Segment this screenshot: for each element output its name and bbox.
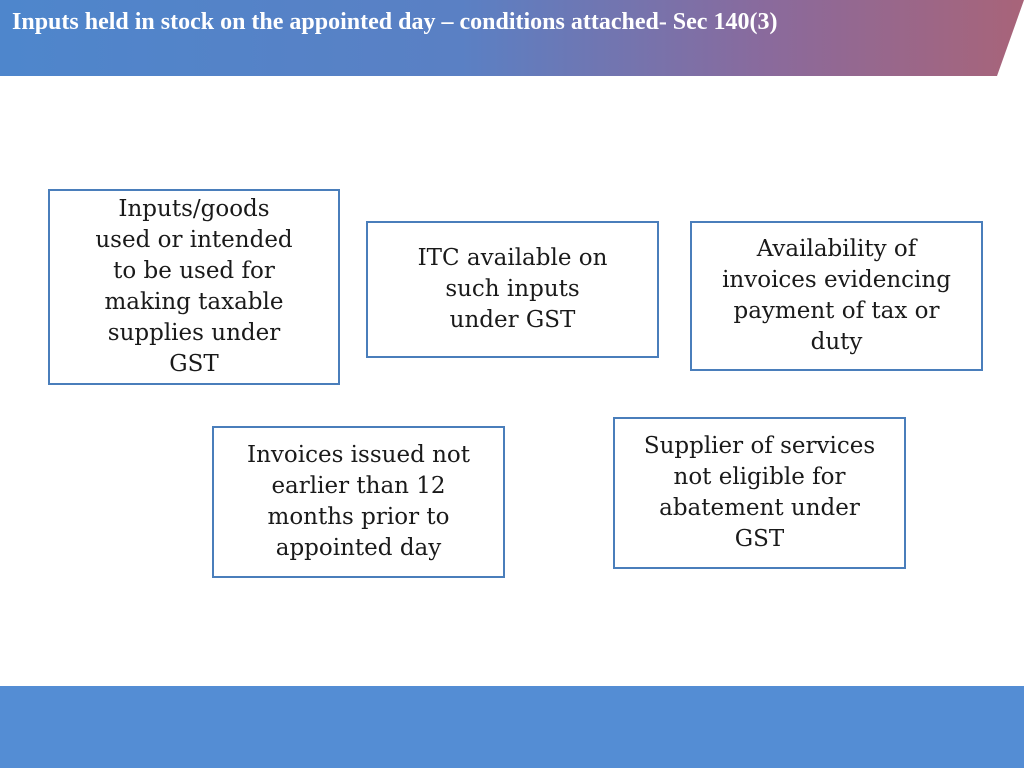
condition-text: Invoices issued not earlier than 12 mont…: [246, 442, 471, 561]
footer-bar: [0, 686, 1024, 768]
condition-text: Availability of invoices evidencing paym…: [722, 236, 951, 355]
condition-box-supplier-abatement: Supplier of services not eligible for ab…: [613, 417, 906, 569]
condition-text: Inputs/goods used or intended to be used…: [95, 196, 293, 377]
condition-box-invoice-age: Invoices issued not earlier than 12 mont…: [212, 426, 505, 578]
condition-text: Supplier of services not eligible for ab…: [643, 433, 876, 552]
title-bar: [0, 0, 1024, 76]
condition-text: ITC available on such inputs under GST: [417, 245, 608, 333]
condition-box-inputs-used: Inputs/goods used or intended to be used…: [48, 189, 340, 385]
condition-box-invoice-availability: Availability of invoices evidencing paym…: [690, 221, 983, 371]
condition-box-itc-available: ITC available on such inputs under GST: [366, 221, 659, 358]
slide-title: Inputs held in stock on the appointed da…: [12, 9, 778, 35]
